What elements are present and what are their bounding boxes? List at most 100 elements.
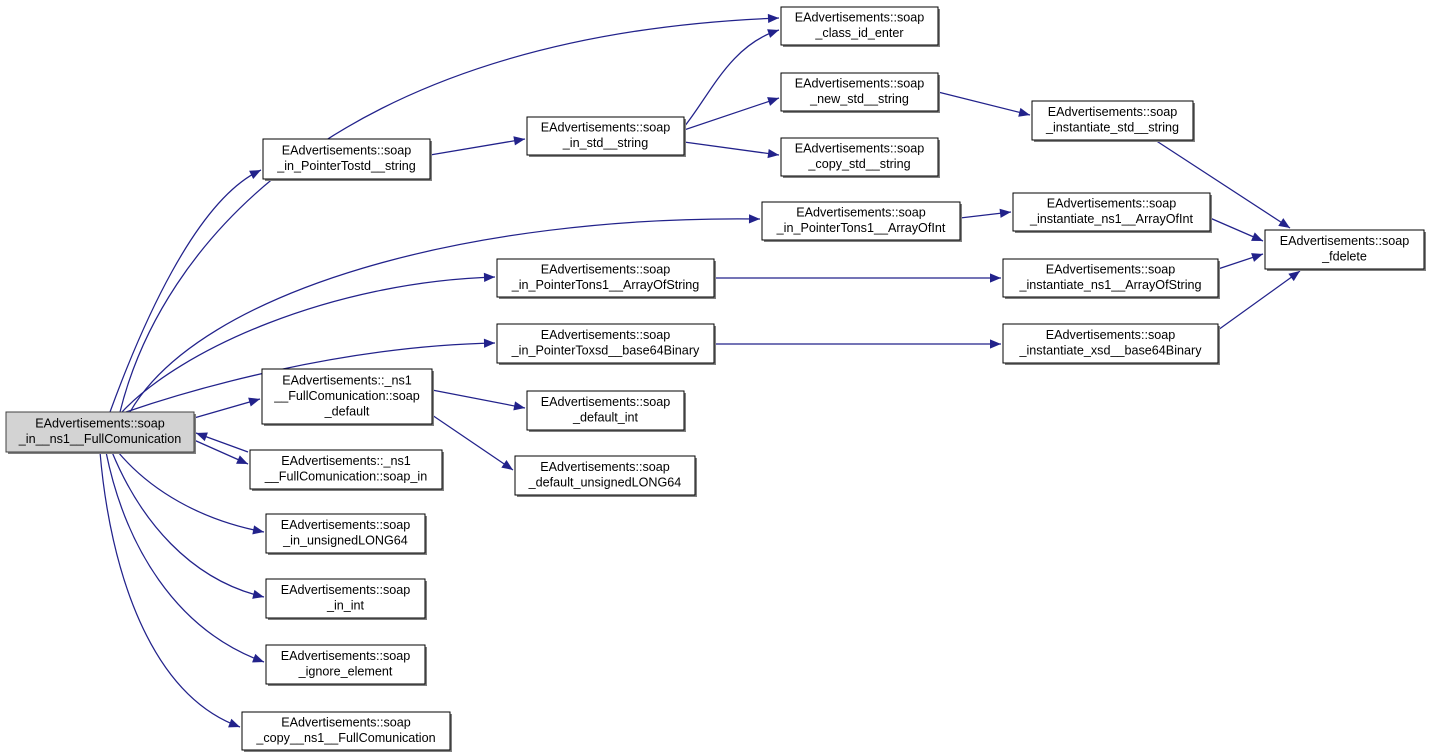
arrow-head	[990, 273, 1001, 283]
node-label-line: EAdvertisements::soap	[1047, 197, 1177, 211]
call-edge	[937, 91, 1031, 117]
node-label-line: _copy__ns1__FullComunication	[255, 731, 435, 745]
node-label-line: EAdvertisements::_ns1	[281, 454, 411, 468]
graph-node[interactable]: EAdvertisements::soap_in_unsignedLONG64	[265, 513, 427, 555]
node-label-line: _default	[324, 404, 370, 418]
node-label-line: EAdvertisements::soap	[541, 328, 671, 342]
node-label-line: _in_PointerTons1__ArrayOfInt	[776, 221, 946, 235]
graph-node[interactable]: EAdvertisements::soap_in_int	[265, 578, 427, 620]
node-box[interactable]	[526, 116, 685, 156]
node-box[interactable]	[249, 449, 443, 490]
call-edge	[129, 214, 761, 413]
graph-node[interactable]: EAdvertisements::soap_instantiate_ns1__A…	[1002, 258, 1220, 299]
node-box[interactable]	[5, 411, 195, 453]
node-box[interactable]	[780, 137, 939, 177]
arrow-head	[990, 339, 1001, 349]
node-box[interactable]	[262, 138, 431, 180]
node-box[interactable]	[265, 578, 426, 619]
call-edge	[714, 339, 1001, 349]
graph-node[interactable]: EAdvertisements::soap_instantiate_xsd__b…	[1002, 323, 1220, 365]
node-label-line: _ignore_element	[298, 665, 393, 679]
node-box[interactable]	[526, 390, 685, 431]
node-box[interactable]	[761, 201, 961, 241]
graph-node[interactable]: EAdvertisements::soap_fdelete	[1264, 229, 1426, 271]
arrow-head	[1018, 107, 1030, 117]
graph-node[interactable]: EAdvertisements::soap_in_PointerTons1__A…	[761, 201, 962, 242]
node-label-line: EAdvertisements::soap	[281, 649, 411, 663]
node-box[interactable]	[1002, 258, 1219, 298]
node-label-line: EAdvertisements::soap	[1280, 234, 1410, 248]
arrow-head	[767, 97, 779, 106]
arrow-head	[483, 272, 495, 282]
node-box[interactable]	[241, 711, 451, 751]
node-label-line: __FullComunication::soap_in	[264, 470, 427, 484]
node-box[interactable]	[1002, 323, 1219, 364]
node-layer: EAdvertisements::soap_in__ns1__FullComun…	[5, 6, 1426, 752]
graph-node[interactable]: EAdvertisements::soap_class_id_enter	[780, 6, 940, 47]
node-label-line: _in_std__string	[562, 136, 648, 150]
call-edge	[1209, 217, 1264, 242]
call-edge	[99, 451, 241, 728]
call-edge	[1217, 253, 1264, 270]
graph-node[interactable]: EAdvertisements::soap_instantiate_std__s…	[1031, 100, 1195, 142]
graph-node[interactable]: EAdvertisements::soap_default_unsignedLO…	[514, 455, 697, 497]
arrow-head	[252, 653, 264, 663]
arrow-head	[1251, 253, 1263, 262]
graph-node[interactable]: EAdvertisements::soap_new_std__string	[780, 72, 940, 113]
graph-node[interactable]: EAdvertisements::soap_in_std__string	[526, 116, 686, 157]
node-label-line: _default_unsignedLONG64	[528, 476, 682, 490]
node-label-line: EAdvertisements::soap	[35, 417, 165, 431]
arrow-head	[483, 338, 495, 348]
arrow-head	[748, 214, 760, 224]
graph-node[interactable]: EAdvertisements::soap_copy_std__string	[780, 137, 940, 178]
node-label-line: _copy_std__string	[807, 157, 910, 171]
node-box[interactable]	[261, 368, 433, 425]
arrow-head	[513, 136, 525, 146]
node-label-line: EAdvertisements::soap	[795, 142, 925, 156]
call-edge	[431, 414, 514, 471]
node-box[interactable]	[496, 323, 715, 364]
call-edge	[117, 451, 265, 535]
call-edge	[193, 439, 249, 465]
node-label-line: EAdvertisements::soap	[795, 77, 925, 91]
graph-node[interactable]: EAdvertisements::soap_in_PointerTons1__A…	[496, 258, 716, 299]
node-box[interactable]	[265, 644, 426, 685]
node-label-line: EAdvertisements::_ns1	[282, 373, 412, 387]
node-label-line: _in_unsignedLONG64	[282, 534, 408, 548]
arrow-head	[248, 397, 260, 407]
graph-node[interactable]: EAdvertisements::soap_copy__ns1__FullCom…	[241, 711, 452, 752]
node-label-line: EAdvertisements::soap	[796, 206, 926, 220]
node-label-line: EAdvertisements::soap	[541, 263, 671, 277]
graph-node[interactable]: EAdvertisements::soap_instantiate_ns1__A…	[1012, 192, 1212, 233]
node-box[interactable]	[780, 72, 939, 112]
arrow-head	[236, 455, 248, 464]
node-box[interactable]	[1012, 192, 1211, 232]
node-label-line: _in_PointerTostd__string	[276, 159, 416, 173]
arrow-head	[1278, 218, 1290, 228]
arrow-head	[1288, 271, 1300, 282]
graph-node[interactable]: EAdvertisements::soap_default_int	[526, 390, 686, 432]
node-box[interactable]	[780, 6, 939, 46]
node-box[interactable]	[1031, 100, 1194, 141]
node-box[interactable]	[496, 258, 715, 298]
graph-node[interactable]: EAdvertisements::soap_in_PointerTostd__s…	[262, 138, 432, 181]
call-edge	[1217, 270, 1301, 331]
node-label-line: _in_PointerToxsd__base64Binary	[511, 344, 700, 358]
arrow-head	[228, 718, 240, 728]
graph-node[interactable]: EAdvertisements::soap_in_PointerToxsd__b…	[496, 323, 716, 365]
call-edge	[714, 273, 1001, 283]
node-label-line: EAdvertisements::soap	[281, 583, 411, 597]
node-box[interactable]	[265, 513, 426, 554]
node-label-line: _instantiate_std__string	[1045, 121, 1179, 135]
edge-layer	[99, 13, 1301, 728]
graph-node[interactable]: EAdvertisements::_ns1__FullComunication:…	[249, 449, 444, 491]
graph-node[interactable]: EAdvertisements::_ns1__FullComunication:…	[261, 368, 434, 426]
node-label-line: _in__ns1__FullComunication	[18, 432, 181, 446]
graph-node[interactable]: EAdvertisements::soap_ignore_element	[265, 644, 427, 686]
graph-node[interactable]: EAdvertisements::soap_in__ns1__FullComun…	[5, 411, 196, 454]
node-box[interactable]	[514, 455, 696, 496]
node-label-line: _in_int	[326, 599, 365, 613]
node-label-line: EAdvertisements::soap	[541, 121, 671, 135]
node-box[interactable]	[1264, 229, 1425, 270]
node-label-line: _instantiate_ns1__ArrayOfInt	[1029, 212, 1194, 226]
